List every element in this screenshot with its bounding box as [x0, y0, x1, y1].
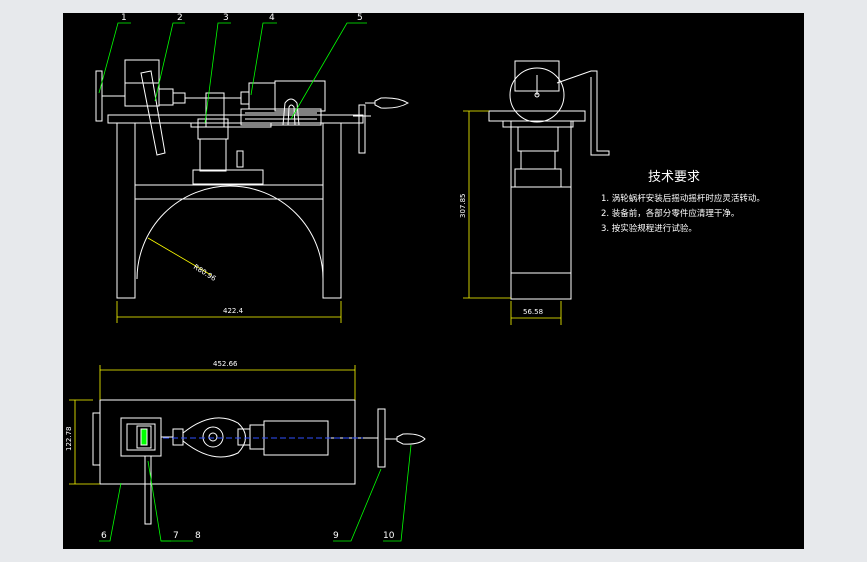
tech-req-item-2: 2. 装备前，各部分零件应清理干净。	[601, 208, 739, 219]
dim-side-width: 56.58	[523, 308, 543, 316]
dim-front-width: 422.4	[223, 307, 244, 315]
side-table-top	[488, 110, 586, 122]
cad-viewport[interactable]: 422.4 R80.96 307.85 56.58 452.66 122.78 …	[63, 13, 804, 549]
balloon-4: 4	[269, 13, 275, 23]
side-view	[488, 60, 610, 300]
right-handwheel	[358, 104, 366, 154]
balloon-6: 6	[101, 531, 107, 541]
center-column	[199, 138, 227, 172]
dim-top-width: 452.66	[213, 360, 238, 368]
top-view	[92, 399, 426, 525]
tech-req-item-3: 3. 按实验规程进行试验。	[601, 223, 697, 234]
dim-front-radius: R80.96	[192, 263, 218, 283]
balloon-2: 2	[177, 13, 183, 23]
front-view	[95, 59, 409, 299]
radius-arc	[136, 185, 324, 280]
balloon-1: 1	[121, 13, 127, 23]
balloon-3: 3	[223, 13, 229, 23]
top-right-handwheel	[377, 408, 386, 468]
balloon-7: 7	[173, 531, 179, 541]
table-top	[107, 114, 364, 124]
dim-top-height: 122.78	[65, 427, 73, 452]
side-crank	[556, 70, 610, 156]
side-frame	[510, 120, 572, 300]
crossbar	[134, 184, 324, 200]
lever-arm	[140, 70, 166, 156]
worm-wheel	[509, 67, 565, 123]
top-base-outline	[99, 399, 356, 485]
top-worm-body	[182, 417, 246, 458]
right-leg	[322, 122, 342, 299]
dimensions	[69, 110, 562, 485]
dim-side-height: 307.85	[459, 194, 467, 219]
motor-block	[248, 82, 276, 110]
balloon-9: 9	[333, 531, 339, 541]
left-leg	[116, 122, 136, 299]
balloon-8: 8	[195, 531, 201, 541]
handle-knob	[374, 97, 409, 109]
balloon-leaders	[98, 22, 412, 542]
left-handwheel	[95, 70, 103, 122]
tech-req-title: 技术要求	[648, 170, 700, 185]
balloon-10: 10	[383, 531, 395, 541]
balloon-5: 5	[357, 13, 363, 23]
tech-req-item-1: 1. 涡轮蜗杆安装后摇动摇杆时应灵活转动。	[601, 193, 765, 204]
assembly-drawing: 422.4 R80.96 307.85 56.58 452.66 122.78 …	[65, 13, 765, 542]
